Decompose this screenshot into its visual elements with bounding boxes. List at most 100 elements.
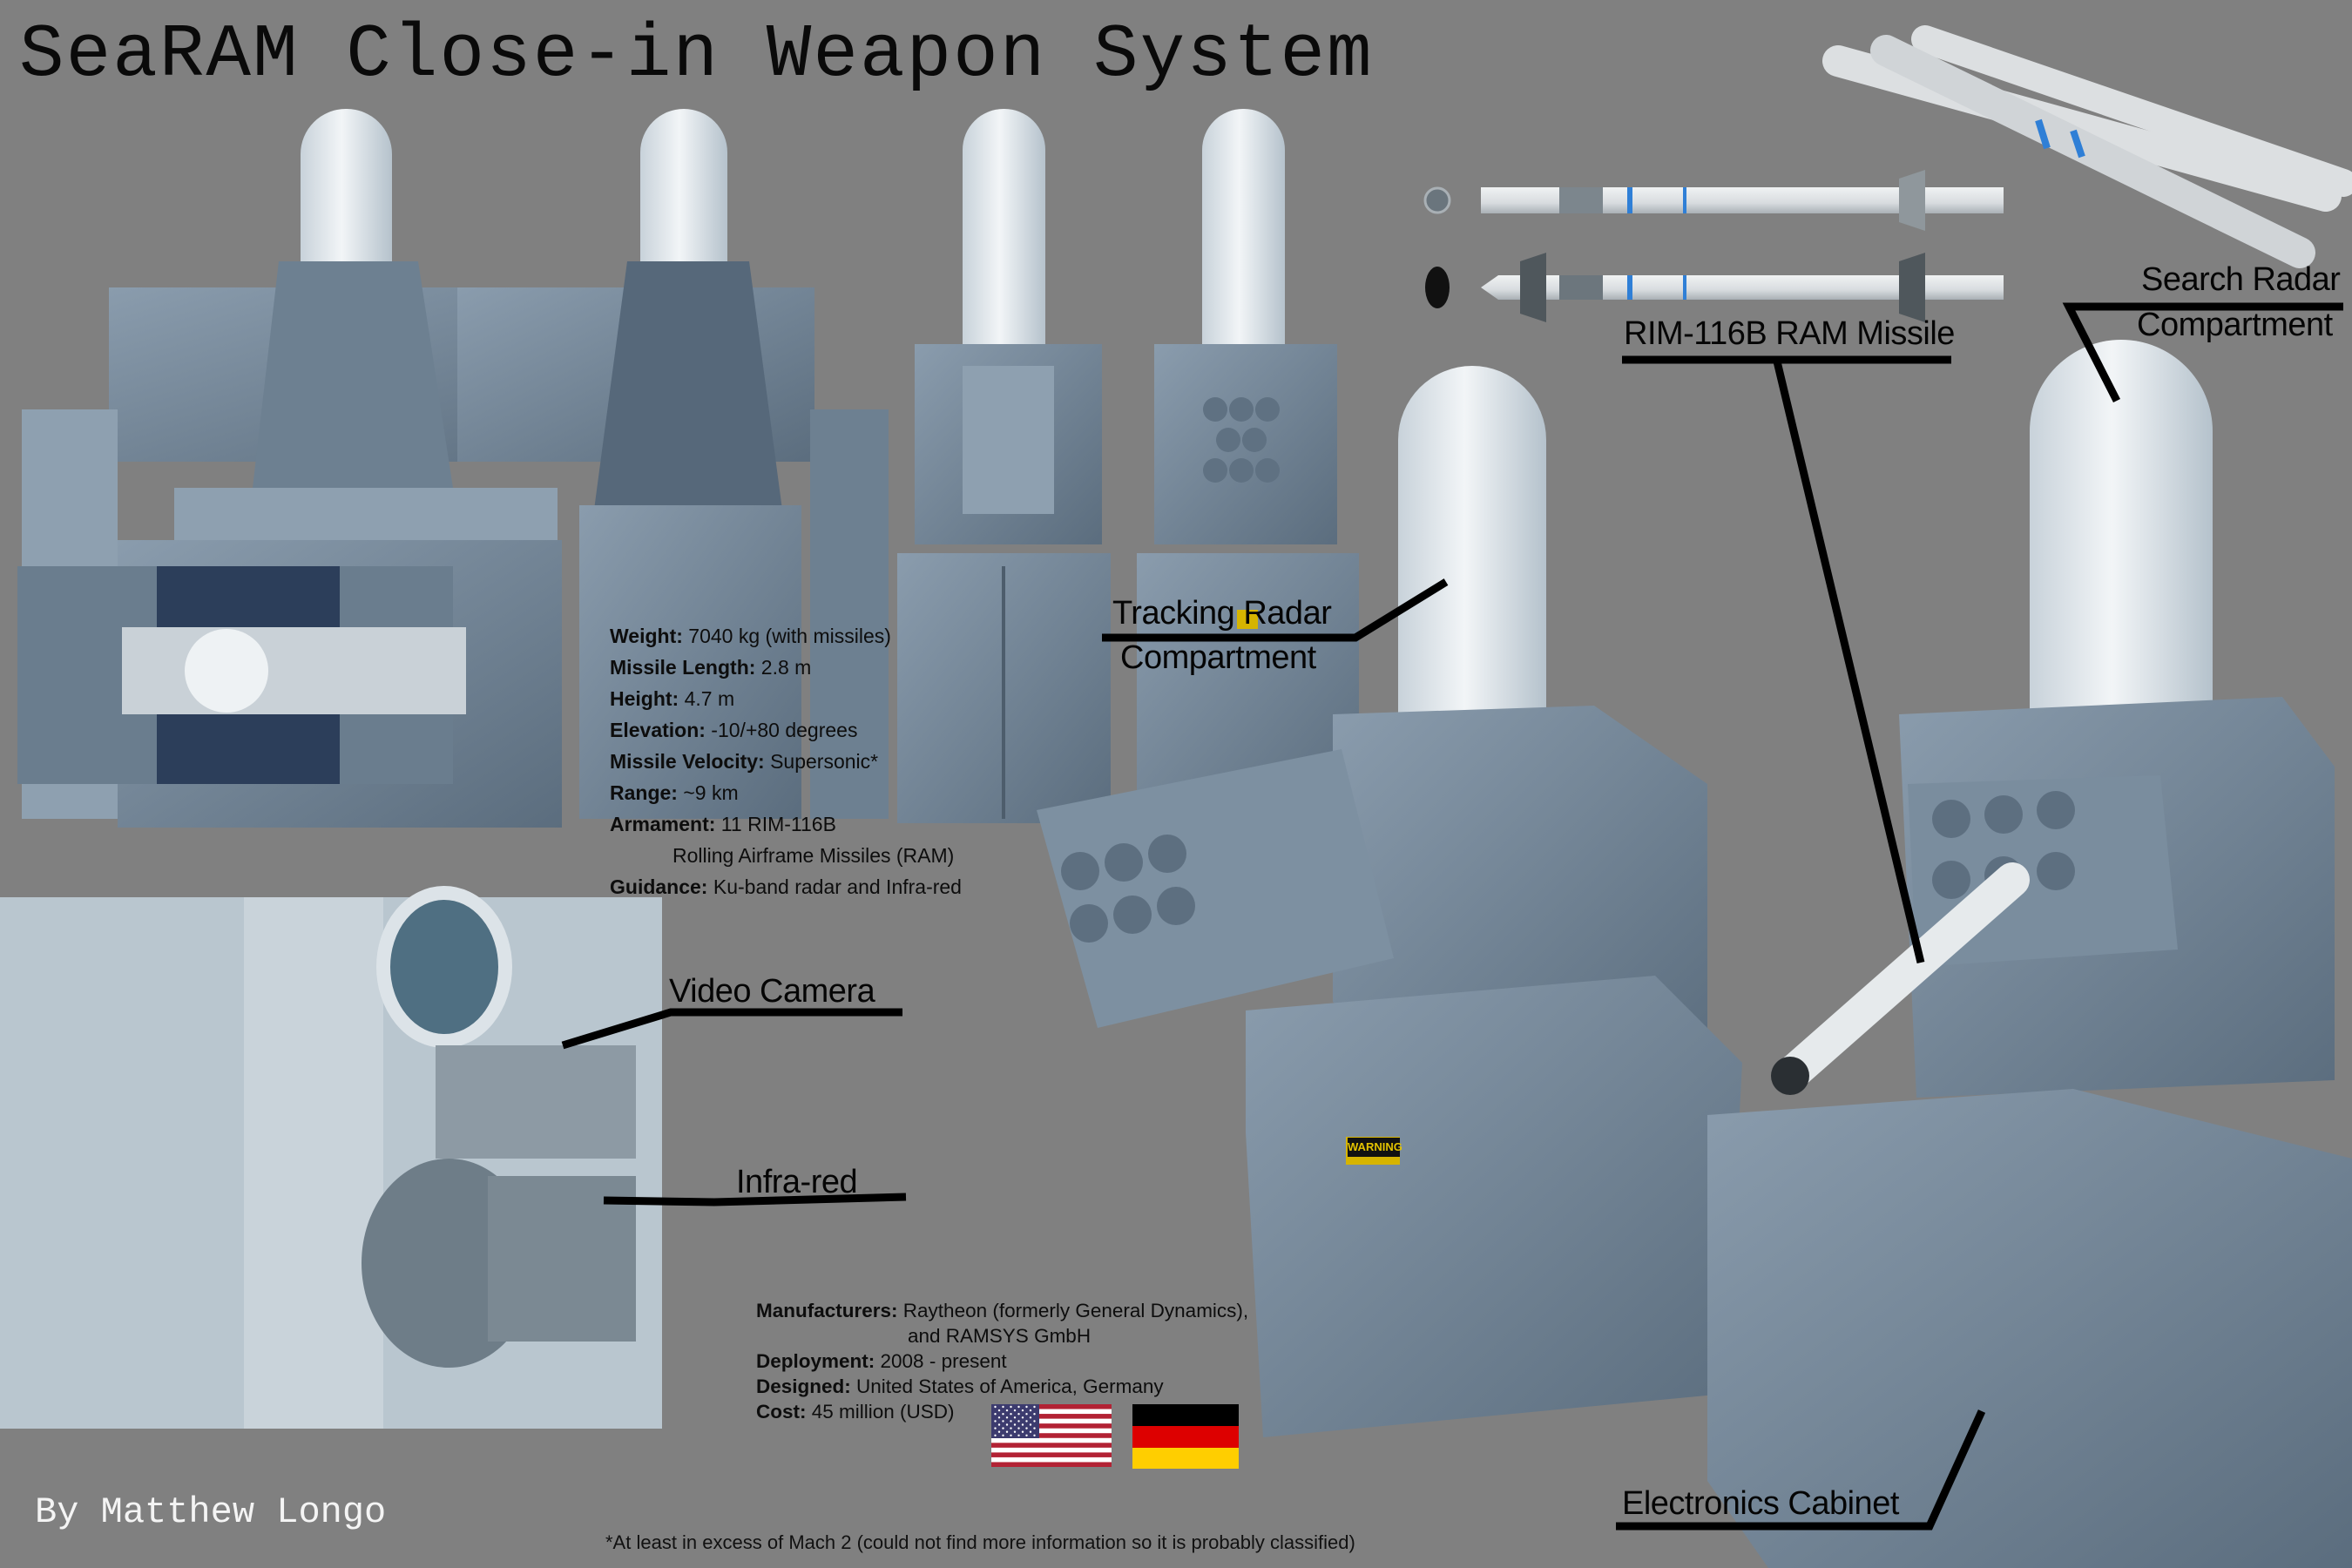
us-flag-star bbox=[994, 1420, 997, 1423]
us-flag-star bbox=[997, 1416, 1001, 1419]
us-flag-stripe bbox=[991, 1462, 1112, 1467]
spec-armament-cont: Rolling Airframe Missiles (RAM) bbox=[672, 844, 955, 867]
callout-electronics-cabinet: Electronics Cabinet bbox=[1622, 1485, 1899, 1522]
us-flag-star bbox=[1033, 1405, 1036, 1409]
mfr-manufacturers-cont: and RAMSYS GmbH bbox=[908, 1325, 1092, 1347]
spec-elevation: Elevation: -10/+80 degrees bbox=[610, 719, 858, 741]
us-flag-star bbox=[1010, 1413, 1012, 1416]
mfr-designed: Designed: United States of America, Germ… bbox=[756, 1375, 1164, 1397]
us-flag-star bbox=[1029, 1409, 1032, 1412]
spec-missile-length: Missile Length: 2.8 m bbox=[610, 656, 812, 679]
us-flag-star bbox=[997, 1430, 1001, 1433]
us-flag-star bbox=[1025, 1434, 1028, 1436]
mfr-cost: Cost: 45 million (USD) bbox=[756, 1401, 955, 1423]
us-flag-star bbox=[1029, 1423, 1032, 1426]
us-flag-star bbox=[1029, 1416, 1032, 1419]
us-flag-star bbox=[1013, 1430, 1017, 1433]
us-flag-star bbox=[1021, 1423, 1024, 1426]
us-flag-stripe bbox=[991, 1447, 1112, 1453]
us-flag-stripe bbox=[991, 1414, 1112, 1419]
callout-video-camera: Video Camera bbox=[669, 973, 875, 1010]
spec-armament: Armament: 11 RIM-116B bbox=[610, 813, 836, 835]
missile-side-view bbox=[1425, 253, 2004, 322]
spec-range: Range: ~9 km bbox=[610, 781, 739, 804]
us-flag-star bbox=[1010, 1427, 1012, 1429]
us-flag-star bbox=[1017, 1434, 1020, 1436]
search-radar-leader bbox=[2062, 302, 2343, 403]
mfr-deployment: Deployment: 2008 - present bbox=[756, 1350, 1007, 1372]
us-flag-icon bbox=[991, 1404, 1112, 1467]
us-flag-star bbox=[1005, 1416, 1009, 1419]
us-flag-stripe bbox=[991, 1443, 1112, 1449]
us-flag-star bbox=[1033, 1427, 1036, 1429]
spec-weight: Weight: 7040 kg (with missiles) bbox=[610, 625, 891, 647]
spec-guidance: Guidance: Ku-band radar and Infra-red bbox=[610, 875, 962, 898]
us-flag-star bbox=[1017, 1405, 1020, 1409]
us-flag-star bbox=[1013, 1416, 1017, 1419]
us-flag-stripe bbox=[991, 1456, 1112, 1463]
us-flag-star bbox=[1002, 1427, 1004, 1429]
us-flag-stripe bbox=[991, 1428, 1112, 1434]
callout-ram-missile: RIM-116B RAM Missile bbox=[1624, 315, 1955, 352]
us-flag-star bbox=[1010, 1405, 1012, 1409]
us-flag-star bbox=[1017, 1427, 1020, 1429]
us-flag-star bbox=[1017, 1420, 1020, 1423]
us-flag-star bbox=[1002, 1405, 1004, 1409]
side-view bbox=[457, 109, 889, 819]
us-flag-star bbox=[1021, 1409, 1024, 1412]
us-flag-star bbox=[1021, 1416, 1024, 1419]
us-flag-star bbox=[1013, 1423, 1017, 1426]
us-flag-stripe bbox=[991, 1437, 1112, 1443]
us-flag-star bbox=[1013, 1409, 1017, 1412]
us-flag-star bbox=[1021, 1430, 1024, 1433]
spec-missile-velocity: Missile Velocity: Supersonic* bbox=[610, 750, 879, 773]
missile-top-view bbox=[1423, 170, 2004, 231]
infra-red-leader bbox=[603, 1193, 907, 1206]
specs-block: Weight: 7040 kg (with missiles) Missile … bbox=[610, 620, 962, 902]
us-flag-stripe bbox=[991, 1433, 1112, 1439]
us-flag-star bbox=[1033, 1413, 1036, 1416]
spec-height: Height: 4.7 m bbox=[610, 687, 735, 710]
searam-render-right bbox=[1707, 340, 2352, 1568]
searam-render-left bbox=[1037, 366, 1742, 1437]
rear-view bbox=[897, 109, 1111, 823]
us-flag-star bbox=[1025, 1413, 1028, 1416]
us-flag-star bbox=[994, 1434, 997, 1436]
us-flag-star bbox=[1002, 1434, 1004, 1436]
manufacturing-block: Manufacturers: Raytheon (formerly Genera… bbox=[756, 1298, 1248, 1424]
video-camera-leader bbox=[561, 1008, 902, 1050]
us-flag-star bbox=[1005, 1423, 1009, 1426]
electronics-cabinet-leader bbox=[1616, 1409, 1986, 1531]
us-flag-star bbox=[1002, 1413, 1004, 1416]
page-title: SeaRAM Close-in Weapon System bbox=[19, 12, 1374, 98]
us-flag-star bbox=[1025, 1420, 1028, 1423]
us-flag-star bbox=[994, 1405, 997, 1409]
us-flag-star bbox=[1010, 1420, 1012, 1423]
us-flag-star bbox=[1029, 1430, 1032, 1433]
front-view bbox=[1137, 109, 1359, 823]
us-flag-star bbox=[1005, 1430, 1009, 1433]
callout-search-radar-line1: Search Radar bbox=[2141, 261, 2341, 298]
us-flag-star bbox=[994, 1427, 997, 1429]
us-flag-stripe bbox=[991, 1404, 1112, 1409]
top-view bbox=[17, 566, 466, 784]
us-flag-star bbox=[1025, 1427, 1028, 1429]
us-flag-star bbox=[1002, 1420, 1004, 1423]
footnote: *At least in excess of Mach 2 (could not… bbox=[605, 1531, 1355, 1553]
camera-closeup bbox=[0, 886, 662, 1429]
ram-missile-pointer bbox=[1773, 360, 1925, 964]
us-flag-stripe bbox=[991, 1418, 1112, 1424]
us-flag-star bbox=[1033, 1434, 1036, 1436]
us-flag-star bbox=[1017, 1413, 1020, 1416]
us-flag-stripe bbox=[991, 1452, 1112, 1458]
callout-search-radar-line2: Compartment bbox=[2137, 307, 2333, 343]
us-flag-stripe bbox=[991, 1409, 1112, 1415]
warning-label: WARNING bbox=[1348, 1138, 1402, 1157]
tracking-radar-leader bbox=[1102, 578, 1449, 642]
us-flag-star bbox=[997, 1423, 1001, 1426]
us-flag-star bbox=[1005, 1409, 1009, 1412]
mfr-manufacturers: Manufacturers: Raytheon (formerly Genera… bbox=[756, 1300, 1249, 1321]
us-flag-star bbox=[997, 1409, 1001, 1412]
us-flag-star bbox=[994, 1413, 997, 1416]
